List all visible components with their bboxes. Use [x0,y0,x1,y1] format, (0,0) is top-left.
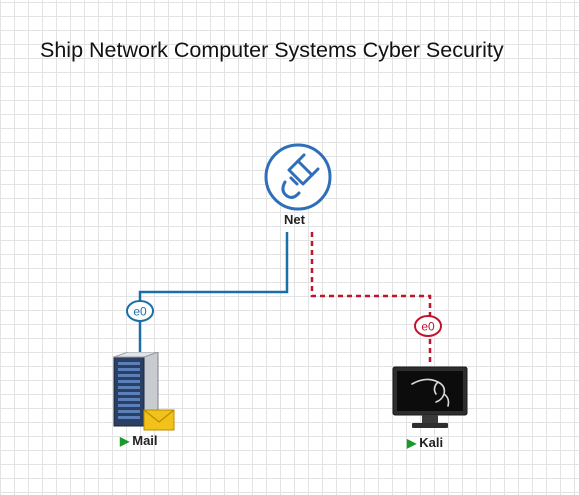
kali-label: ▶Kali [407,435,443,450]
running-status-icon: ▶ [407,436,417,450]
server-mail-icon [113,351,175,431]
interface-label-kali: e0 [421,320,435,334]
interface-badge-mail: e0 [126,300,154,322]
mail-node[interactable] [110,351,178,432]
kali-monitor-icon [392,366,468,428]
kali-label-text: Kali [419,435,444,450]
interface-label-mail: e0 [133,305,147,319]
cloud-network-icon [264,143,332,211]
running-status-icon: ▶ [120,434,130,448]
interface-badge-kali: e0 [414,315,442,337]
kali-node[interactable] [392,366,468,432]
diagram-title: Ship Network Computer Systems Cyber Secu… [40,38,504,62]
link-net-kali[interactable] [310,232,432,366]
mail-label: ▶Mail [120,433,158,448]
net-node[interactable] [263,142,333,212]
link-net-mail[interactable] [138,232,289,352]
net-label: Net [284,212,305,227]
mail-label-text: Mail [132,433,158,448]
